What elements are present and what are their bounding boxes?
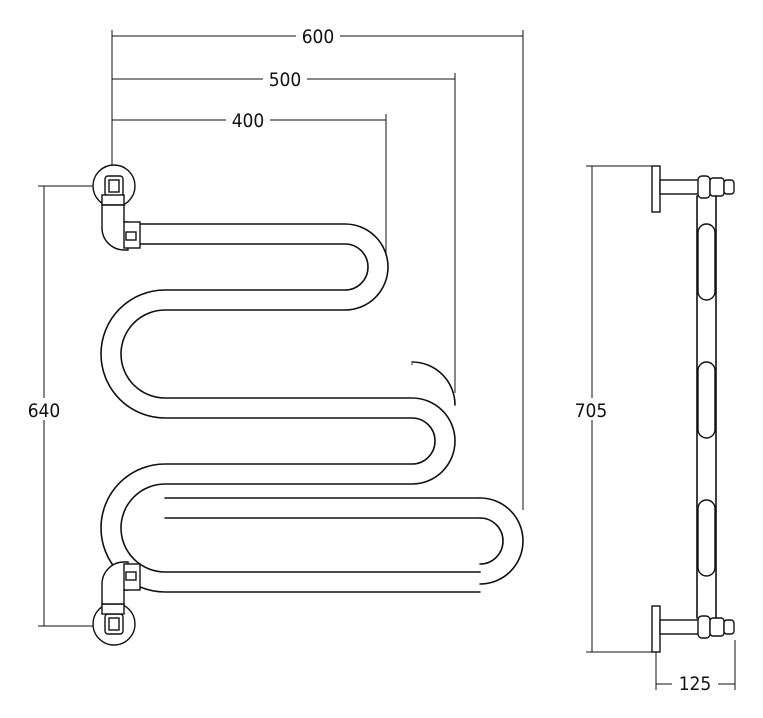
dimension-label-125: 125	[679, 673, 712, 695]
side-view: 705 125	[566, 165, 736, 695]
dimension-125: 125	[655, 640, 736, 695]
top-wall-flange	[651, 165, 661, 213]
serpentine-pipe	[100, 223, 481, 593]
dimension-400: 400	[112, 108, 387, 256]
dimension-label-400: 400	[232, 110, 265, 132]
side-pipe	[696, 195, 717, 619]
top-mounting-arm	[659, 175, 735, 199]
dimension-label-500: 500	[269, 69, 302, 91]
dimension-640: 640	[20, 185, 112, 627]
dimension-label-600: 600	[302, 26, 335, 48]
dimension-600: 600	[111, 24, 524, 510]
bottom-wall-connector	[92, 561, 141, 646]
front-view: 600 500 400 640	[20, 24, 524, 646]
dimension-500: 500	[112, 67, 456, 393]
top-wall-connector	[92, 164, 141, 251]
dimension-label-640: 640	[28, 400, 61, 422]
bottom-wall-flange	[651, 605, 661, 653]
dimension-705: 705	[566, 165, 656, 653]
dimension-label-705: 705	[575, 400, 608, 422]
outer-bends	[164, 361, 524, 585]
bottom-mounting-arm	[659, 615, 735, 639]
